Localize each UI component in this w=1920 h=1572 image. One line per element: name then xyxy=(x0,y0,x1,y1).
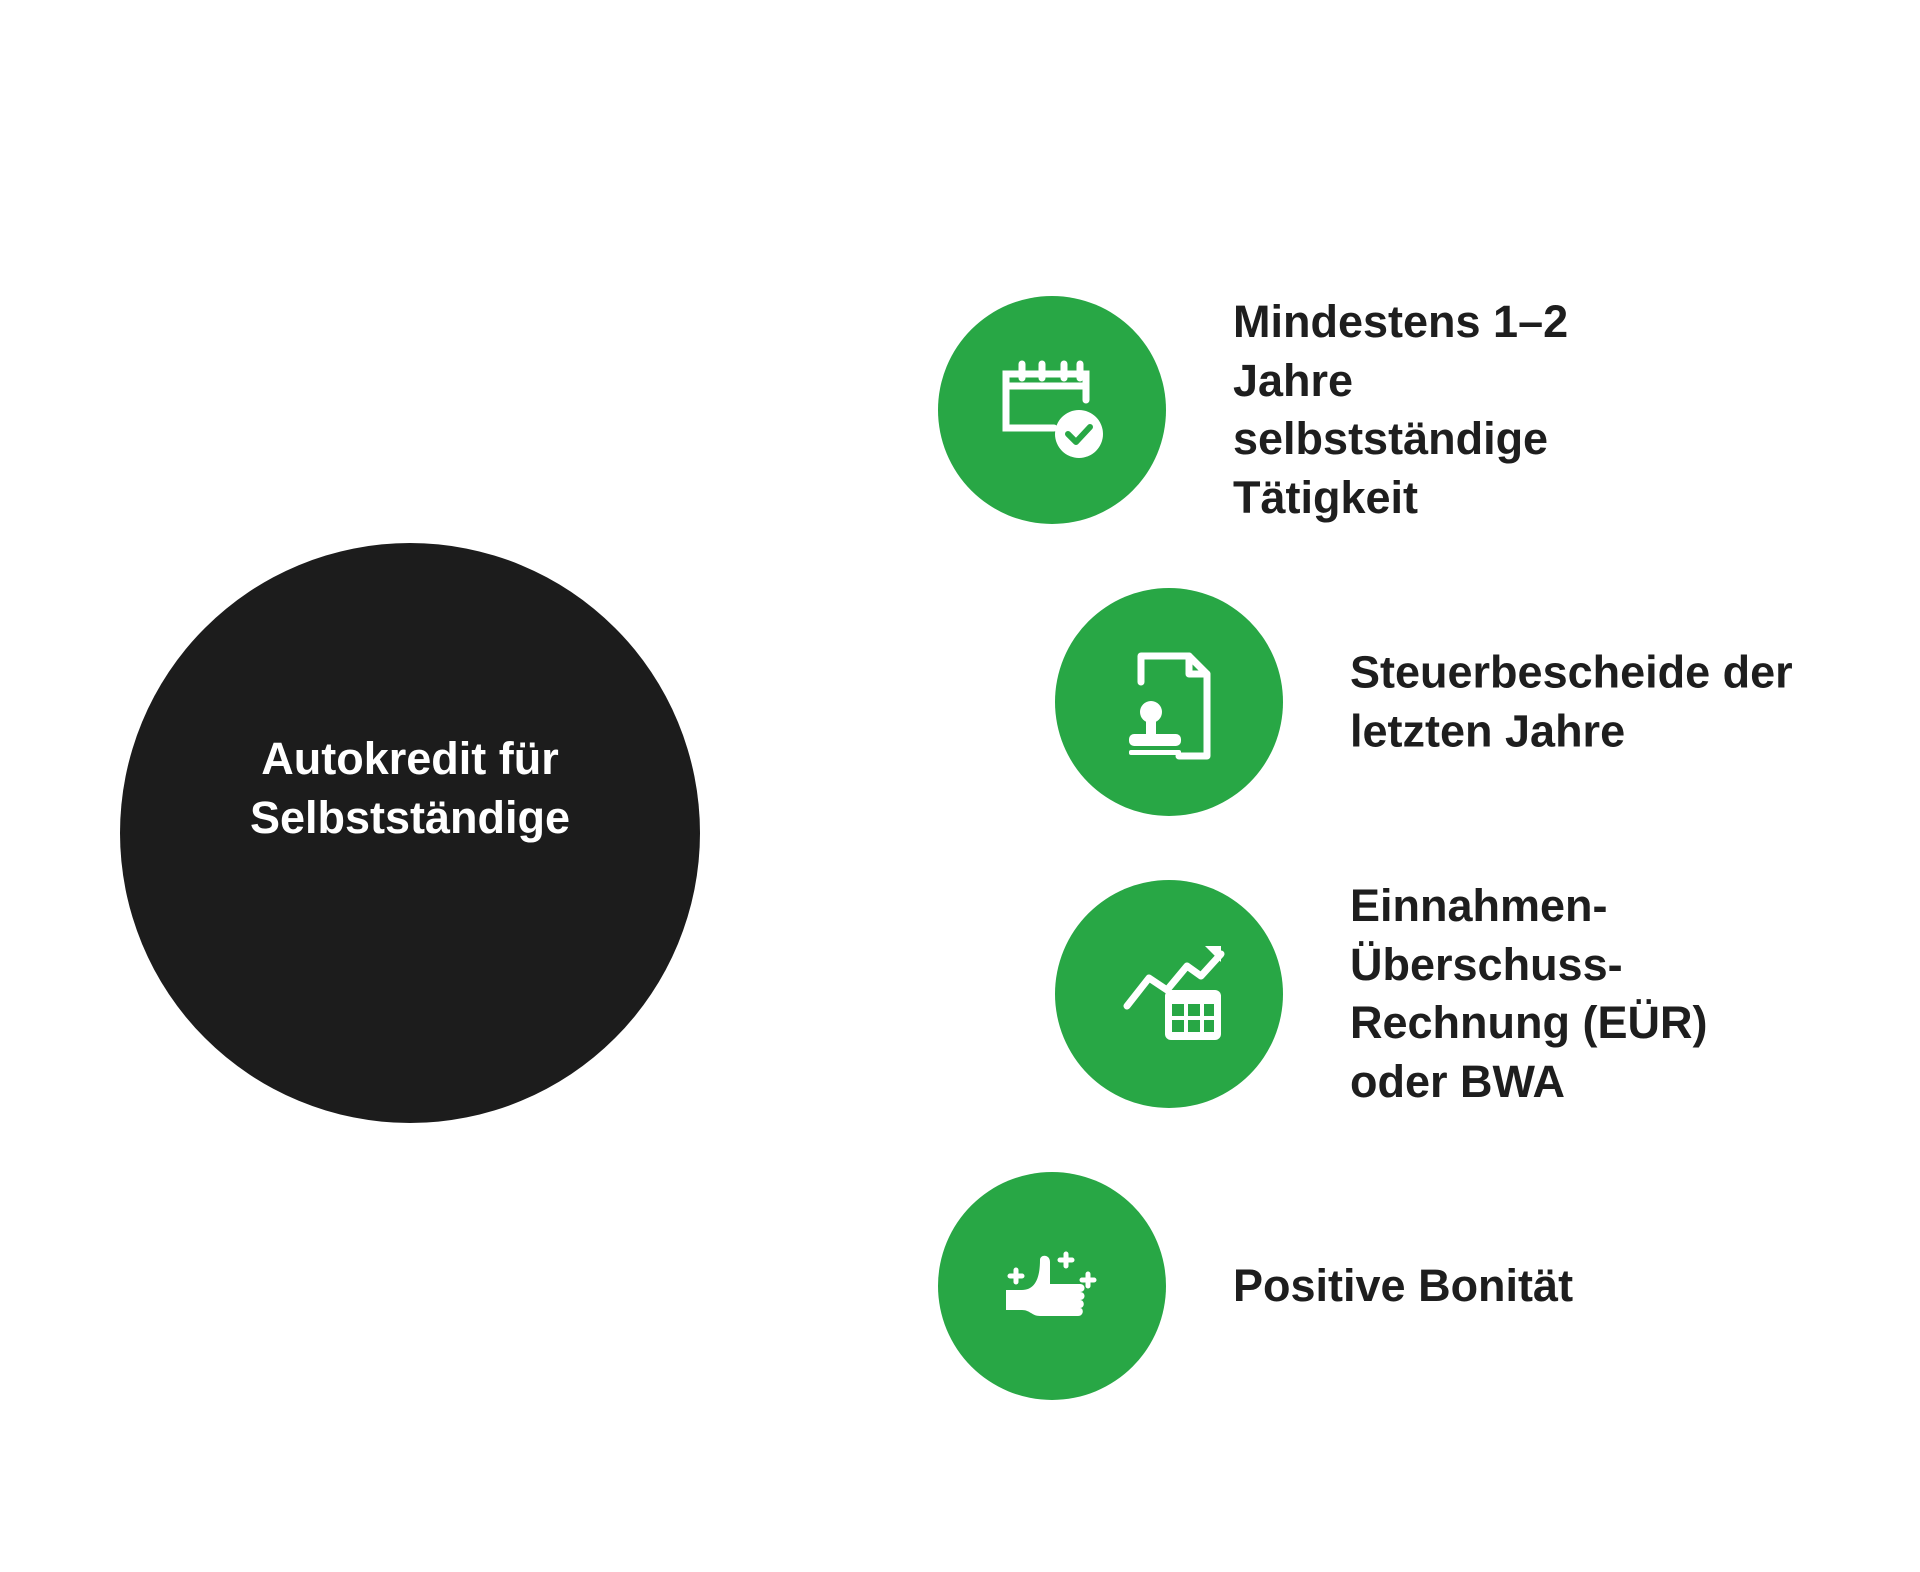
center-title: Autokredit für Selbstständige xyxy=(250,729,570,847)
node-income-statement xyxy=(1055,880,1283,1108)
stamped-document-icon xyxy=(1129,652,1211,760)
center-circle: Autokredit für Selbstständige xyxy=(120,543,700,1123)
thumbs-up-sparkle-icon xyxy=(1006,1251,1097,1316)
node-tax-assessment xyxy=(1055,588,1283,816)
center-title-line1: Autokredit für xyxy=(261,733,559,784)
label-experience: Mindestens 1–2 Jahre selbstständige Täti… xyxy=(1233,296,1569,523)
label-tax-assessment: Steuerbescheide der letzten Jahre xyxy=(1350,646,1793,757)
growth-chart-table-icon xyxy=(1123,946,1225,1040)
calendar-check-icon xyxy=(1002,360,1103,458)
center-title-line2: Selbstständige xyxy=(249,792,571,843)
label-income-statement: Einnahmen- Überschuss- Rechnung (EÜR) od… xyxy=(1350,880,1708,1107)
node-experience xyxy=(938,296,1166,524)
label-credit-rating: Positive Bonität xyxy=(1233,1259,1574,1311)
node-credit-rating xyxy=(938,1172,1166,1400)
